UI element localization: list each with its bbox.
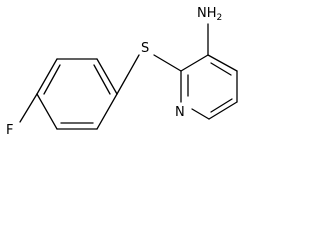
bond-ring1-double-b bbox=[93, 64, 111, 95]
bond-c-s bbox=[116, 54, 140, 95]
bond-c6-n bbox=[191, 108, 210, 120]
bond-c-f bbox=[19, 93, 38, 123]
bond-ring1-double-a bbox=[43, 64, 61, 95]
bond-s-c2 bbox=[153, 54, 182, 72]
bond-ring1-4 bbox=[96, 93, 118, 130]
pyridine-ring bbox=[180, 54, 238, 120]
fluorophenyl-ring bbox=[36, 58, 118, 130]
bond-pyr-double-b bbox=[210, 62, 232, 76]
bond-c5-c6 bbox=[208, 101, 238, 120]
bond-ring1-1 bbox=[36, 58, 58, 95]
pyridine-nitrogen-label: N bbox=[175, 105, 185, 120]
fluorine-label: F bbox=[6, 123, 13, 136]
amine-label: NH2 bbox=[197, 6, 222, 23]
bond-c3-c4 bbox=[207, 54, 238, 72]
bond-ring1-6 bbox=[36, 93, 58, 130]
molecule-diagram: NH2 S N F bbox=[6, 6, 238, 136]
bond-c2-c3 bbox=[180, 54, 209, 72]
bond-ring1-3 bbox=[96, 58, 118, 95]
sulfur-label: S bbox=[141, 41, 149, 56]
bond-pyr-double-c bbox=[210, 98, 233, 113]
